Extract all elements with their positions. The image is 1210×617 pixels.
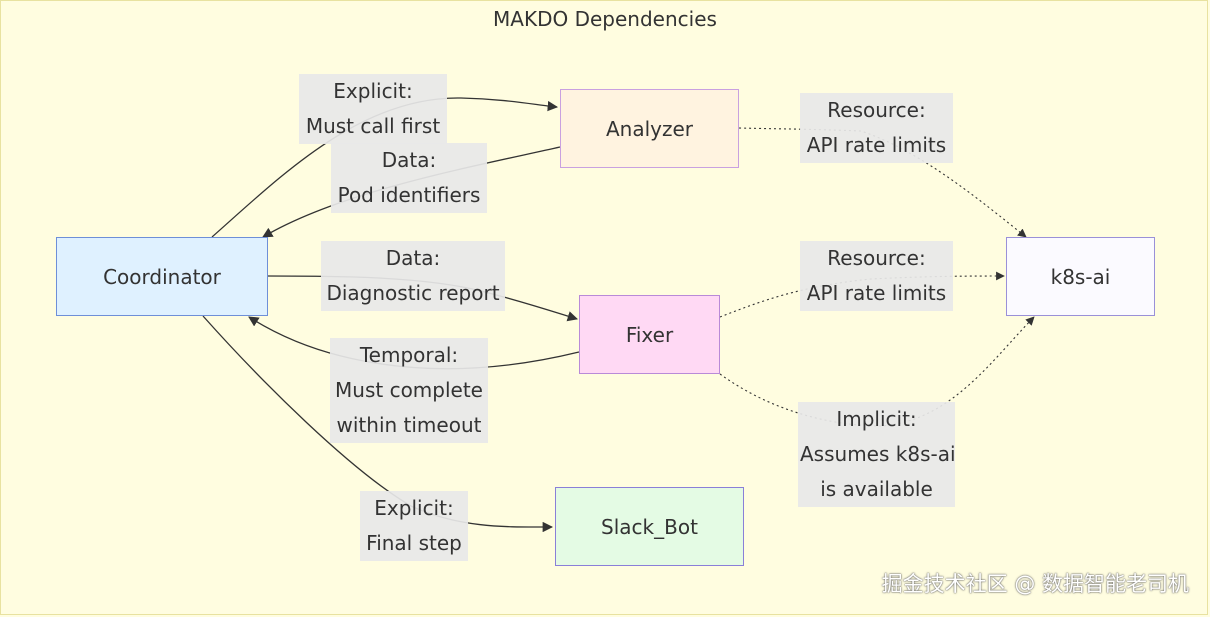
label-type: Explicit:	[333, 79, 413, 103]
label-desc: API rate limits	[806, 133, 947, 157]
node-k8s-ai[interactable]: k8s-ai	[1006, 237, 1155, 316]
label-analyzer-to-coordinator: Data: Pod identifiers	[331, 143, 487, 213]
label-fixer-to-k8s-ai-implicit: Implicit: Assumes k8s-ai is available	[798, 402, 956, 507]
edge-analyzer-to-k8s-ai	[738, 127, 1027, 238]
label-coordinator-to-analyzer: Explicit: Must call first	[299, 74, 447, 144]
label-fixer-to-k8s-ai-resource: Resource: API rate limits	[800, 241, 953, 311]
label-analyzer-to-k8s-ai: Resource: API rate limits	[800, 93, 953, 163]
watermark-text: 掘金技术社区 @ 数据智能老司机	[881, 572, 1189, 596]
label-coordinator-to-slack-bot: Explicit: Final step	[360, 491, 468, 561]
label-coordinator-to-fixer: Data: Diagnostic report	[321, 241, 505, 311]
label-type: Temporal:	[359, 343, 459, 367]
label-desc: Final step	[366, 531, 462, 555]
label-type: Implicit:	[836, 407, 917, 431]
label-fixer-to-coordinator: Temporal: Must complete within timeout	[330, 338, 488, 443]
diagram-title: MAKDO Dependencies	[493, 7, 717, 31]
node-analyzer[interactable]: Analyzer	[560, 89, 739, 168]
node-coordinator[interactable]: Coordinator	[56, 237, 268, 316]
label-desc-2: within timeout	[336, 413, 482, 437]
label-desc-2: is available	[820, 477, 933, 501]
label-type: Data:	[381, 148, 437, 172]
label-type: Explicit:	[374, 496, 454, 520]
label-desc: API rate limits	[806, 281, 947, 305]
label-type: Resource:	[827, 246, 926, 270]
label-desc-1: Assumes k8s-ai	[800, 442, 956, 466]
label-type: Data:	[385, 246, 441, 270]
node-slack-bot[interactable]: Slack_Bot	[555, 487, 744, 566]
label-desc: Must call first	[305, 114, 441, 138]
label-desc-1: Must complete	[335, 378, 483, 402]
label-desc: Pod identifiers	[337, 183, 481, 207]
label-type: Resource:	[827, 98, 926, 122]
label-desc: Diagnostic report	[326, 281, 500, 305]
node-fixer[interactable]: Fixer	[579, 295, 720, 374]
